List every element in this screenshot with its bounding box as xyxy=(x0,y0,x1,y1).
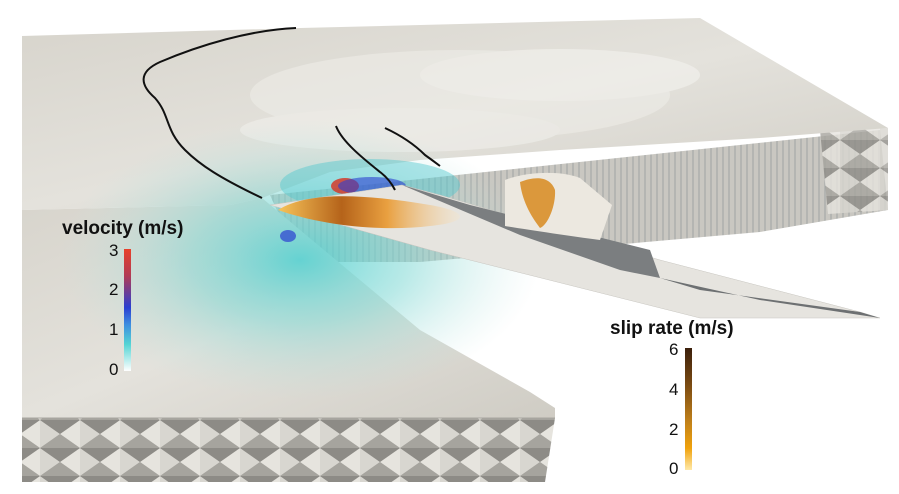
sliprate-tick-6: 6 xyxy=(669,340,679,359)
velocity-tick-0: 0 xyxy=(109,360,119,379)
velocity-tick-1: 1 xyxy=(109,320,119,339)
mesh-corner-block xyxy=(820,128,888,214)
velocity-hot-spot-blue-2 xyxy=(280,230,296,242)
fault-trace-short xyxy=(384,127,441,167)
surface-texture xyxy=(240,49,700,152)
velocity-tick-2: 2 xyxy=(109,280,119,299)
sliprate-tick-0: 0 xyxy=(669,459,679,478)
fault-slip-rupture-3 xyxy=(520,178,556,228)
fault-trace-long xyxy=(142,27,297,199)
sliprate-colorbar-gradient xyxy=(685,348,692,470)
mesh-side-front xyxy=(22,418,555,482)
fault-slip-rupture xyxy=(278,196,460,229)
fault-plane-shadow xyxy=(660,278,880,318)
sliprate-tick-2: 2 xyxy=(669,420,679,439)
velocity-wavefield xyxy=(60,120,540,400)
sliprate-colorbar-title: slip rate (m/s) xyxy=(610,318,734,339)
velocity-colorbar-title: velocity (m/s) xyxy=(62,218,184,239)
velocity-tick-3: 3 xyxy=(109,241,119,260)
fault-trace-mid xyxy=(335,125,396,191)
velocity-colorbar-gradient xyxy=(124,249,131,371)
sliprate-tick-4: 4 xyxy=(669,380,679,399)
fault-plane-dark xyxy=(402,185,660,278)
